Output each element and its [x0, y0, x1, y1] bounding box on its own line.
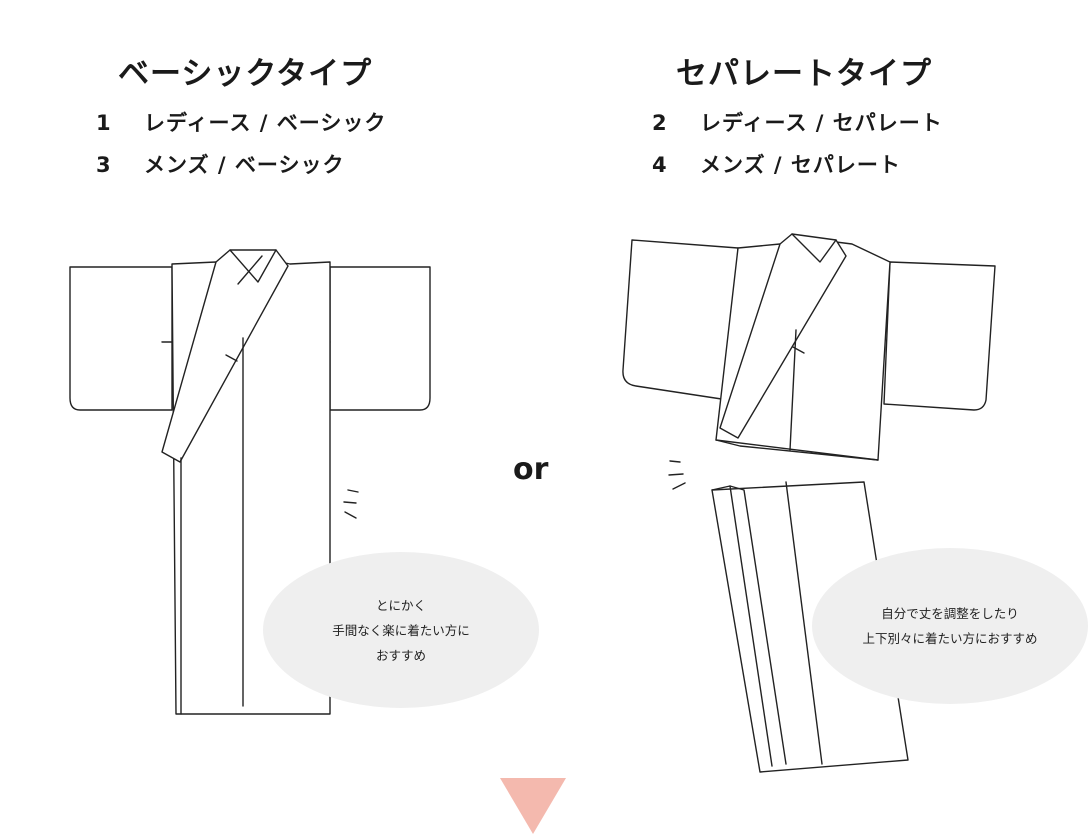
- item-number: 3: [96, 153, 112, 177]
- separate-type-heading: セパレートタイプ: [676, 55, 932, 92]
- or-label: or: [513, 452, 549, 487]
- bubble-text: とにかく: [375, 597, 426, 613]
- separate-type-list: 2 レディース / セパレート 4 メンズ / セパレート: [648, 108, 943, 192]
- triangle-down-icon: [500, 778, 566, 834]
- separate-kimono-illustration: [622, 233, 996, 773]
- item-number: 2: [652, 111, 668, 135]
- bubble-text: 手間なく楽に着たい方に: [332, 622, 470, 638]
- basic-type-heading: ベーシックタイプ: [118, 55, 373, 92]
- basic-type-list: 1 レディース / ベーシック 3 メンズ / ベーシック: [92, 108, 386, 192]
- item-label: メンズ / ベーシック: [144, 153, 345, 177]
- item-label: メンズ / セパレート: [700, 153, 901, 177]
- bubble-text: 自分で丈を調整をしたり: [881, 606, 1019, 621]
- item-label: レディース / ベーシック: [144, 111, 387, 135]
- list-item: 2 レディース / セパレート: [648, 108, 943, 150]
- item-number: 4: [652, 153, 668, 177]
- separate-recommendation-bubble: 自分で丈を調整をしたり 上下別々に着たい方におすすめ: [812, 548, 1088, 704]
- item-label: レディース / セパレート: [700, 111, 943, 135]
- item-number: 1: [96, 111, 112, 135]
- list-item: 3 メンズ / ベーシック: [92, 150, 386, 192]
- list-item: 4 メンズ / セパレート: [648, 150, 943, 192]
- bubble-text: 上下別々に着たい方におすすめ: [862, 631, 1038, 646]
- list-item: 1 レディース / ベーシック: [92, 108, 386, 150]
- basic-recommendation-bubble: とにかく 手間なく楽に着たい方に おすすめ: [263, 552, 539, 708]
- bubble-text: おすすめ: [375, 647, 426, 663]
